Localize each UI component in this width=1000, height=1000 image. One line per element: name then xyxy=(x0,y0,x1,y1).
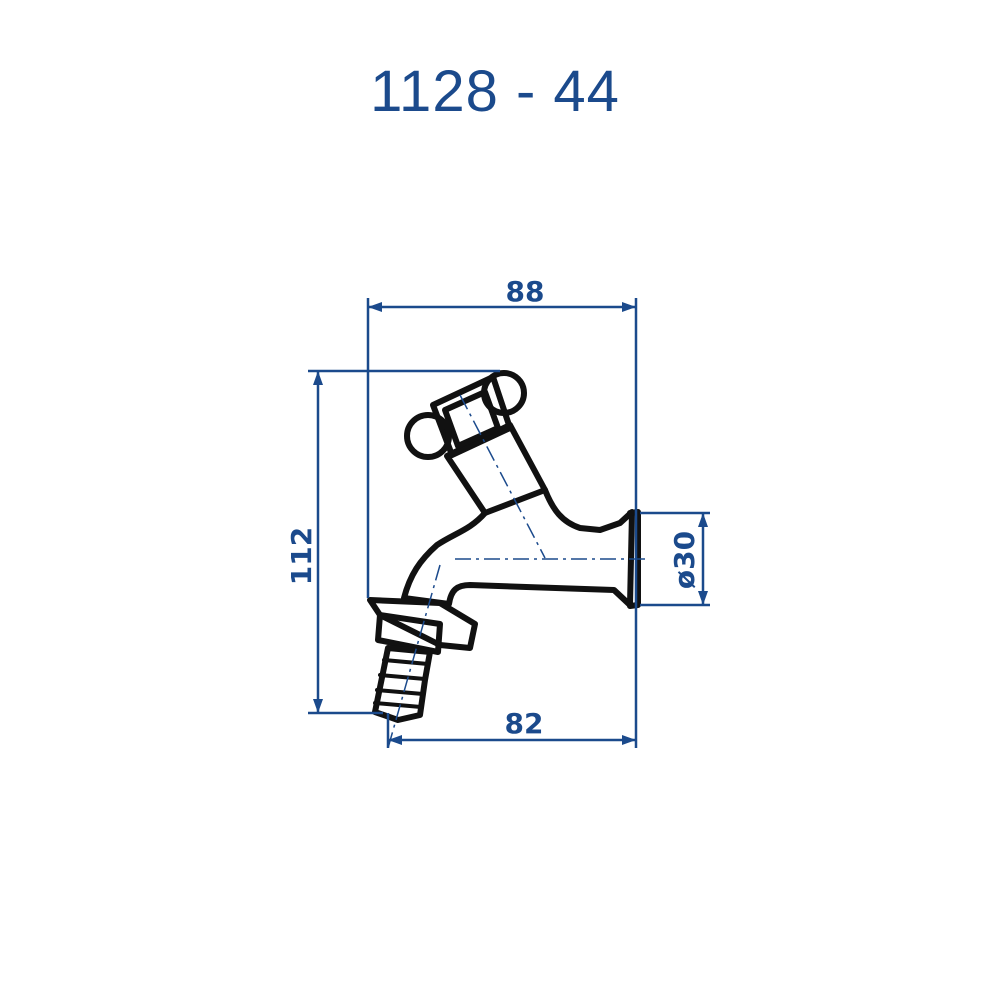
arrow-112-bottom xyxy=(313,699,323,713)
outlet-centerline xyxy=(387,564,441,749)
dim-88-label: 88 xyxy=(506,275,545,308)
arrow-82-right xyxy=(622,735,636,745)
handle-knob-right xyxy=(481,370,527,416)
dim-30-label: ø30 xyxy=(668,531,701,589)
dim-112-label: 112 xyxy=(285,527,318,585)
dimension-lines xyxy=(308,298,710,748)
arrow-30-top xyxy=(698,513,708,527)
faucet-body xyxy=(401,487,635,608)
handle-collar xyxy=(430,374,513,458)
dim-82-label: 82 xyxy=(505,707,544,740)
arrow-112-top xyxy=(313,371,323,385)
arrow-82-left xyxy=(388,735,402,745)
dimension-arrows xyxy=(313,302,708,745)
handle-centerline xyxy=(459,394,546,559)
arrow-88-right xyxy=(622,302,636,312)
arrow-88-left xyxy=(368,302,382,312)
center-lines xyxy=(387,394,650,749)
faucet-outline xyxy=(367,370,641,723)
hose-nut-collar xyxy=(375,612,443,655)
handle-collar-inner xyxy=(442,389,501,449)
handle-knob-left xyxy=(404,412,452,460)
hose-barb-ribs xyxy=(373,658,430,709)
arrow-30-bottom xyxy=(698,591,708,605)
drawing-title: 1128 - 44 xyxy=(370,59,620,124)
handle-stem xyxy=(444,422,548,516)
